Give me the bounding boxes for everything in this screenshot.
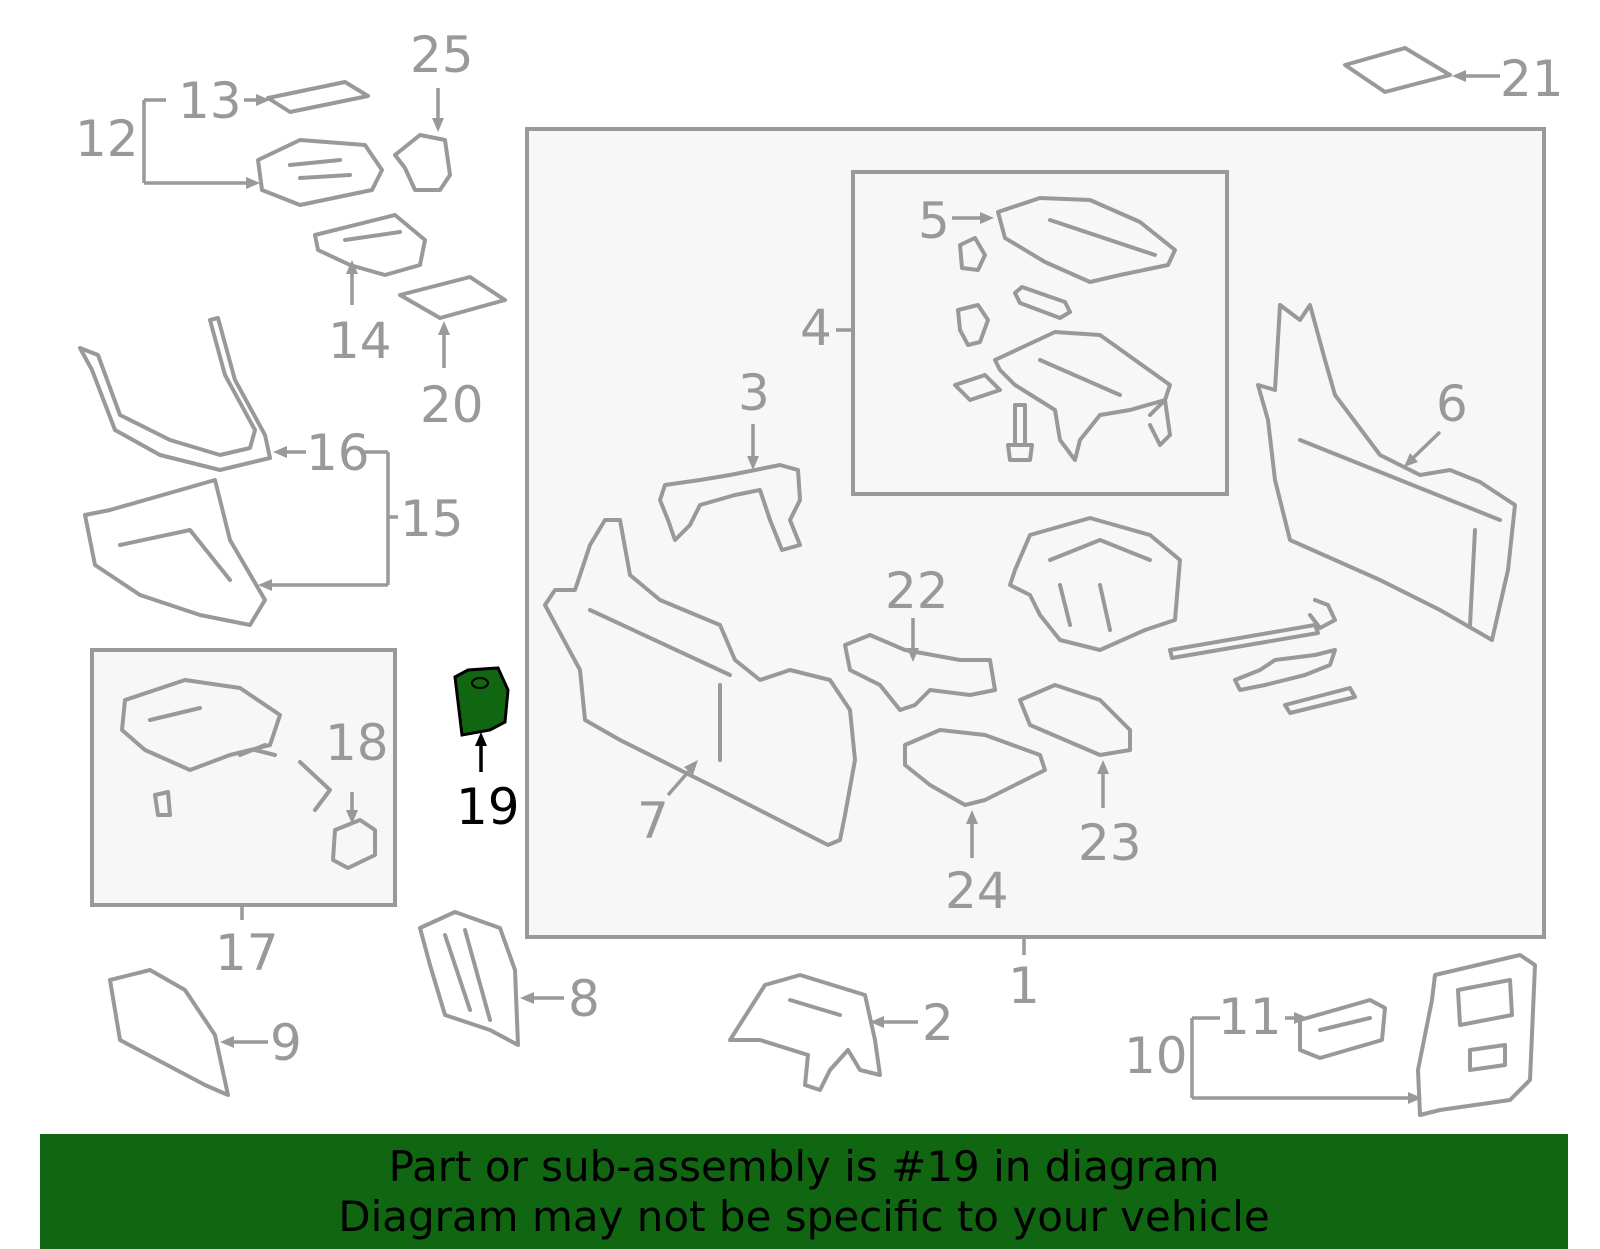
arrowhead-2	[870, 1016, 884, 1028]
part-14	[313, 213, 427, 277]
part-19-hole	[471, 677, 489, 689]
arrowhead-13	[256, 94, 270, 106]
arrowhead-6	[1404, 453, 1418, 467]
part-bracket-right	[1233, 648, 1337, 692]
callout-14: 14	[328, 312, 392, 370]
callout-1: 1	[1008, 957, 1040, 1015]
arrowhead-22	[907, 648, 919, 662]
info-banner: Part or sub-assembly is #19 in diagram D…	[40, 1134, 1568, 1249]
part-19	[453, 666, 510, 737]
callout-8: 8	[568, 970, 600, 1028]
arrowhead-14	[346, 260, 358, 274]
part-4-base	[993, 330, 1172, 462]
callout-24: 24	[945, 862, 1009, 920]
banner-line-2: Diagram may not be specific to your vehi…	[338, 1191, 1270, 1241]
part-4-pin	[1013, 285, 1072, 320]
part-17-clip	[253, 748, 332, 812]
arrowhead-9	[220, 1036, 234, 1048]
part-10	[1416, 953, 1537, 1117]
part-23	[1018, 683, 1132, 757]
callout-10: 10	[1124, 1027, 1188, 1085]
callout-2: 2	[922, 994, 954, 1052]
part-4-hinge	[1148, 398, 1172, 447]
arrowhead-7	[684, 760, 698, 775]
arrowhead-18	[346, 810, 358, 824]
callout-6: 6	[1436, 375, 1468, 433]
callout-19: 19	[456, 778, 520, 836]
callout-15: 15	[400, 490, 464, 548]
part-17-cupholder	[120, 678, 282, 772]
part-clip-right	[1308, 598, 1337, 630]
part-6	[1256, 303, 1517, 642]
part-strip-right	[1283, 686, 1357, 715]
part-20	[398, 275, 507, 320]
part-4-clip-c	[953, 373, 1002, 402]
callout-21: 21	[1500, 50, 1564, 108]
callout-23: 23	[1078, 814, 1142, 872]
part-4-clip-a	[958, 236, 987, 272]
callout-25: 25	[410, 26, 474, 84]
leader-7	[666, 768, 692, 797]
part-3	[658, 463, 802, 552]
arrowhead-12	[246, 177, 260, 189]
assembly-box-4	[851, 170, 1229, 496]
part-24	[903, 728, 1047, 807]
part-15	[83, 478, 267, 627]
callout-13: 13	[178, 72, 242, 130]
part-17-pin	[153, 790, 172, 817]
arrowhead-3	[747, 456, 759, 470]
part-12	[256, 138, 384, 207]
callout-7: 7	[637, 792, 669, 850]
callout-18: 18	[325, 714, 389, 772]
arrowhead-10	[1408, 1092, 1422, 1104]
part-rod	[1168, 623, 1320, 660]
arrowhead-24	[966, 810, 978, 824]
callout-4: 4	[800, 299, 832, 357]
callout-11: 11	[1218, 988, 1282, 1046]
banner-line-1: Part or sub-assembly is #19 in diagram	[388, 1141, 1220, 1191]
arrowhead-23	[1097, 760, 1109, 774]
arrowhead-5	[980, 212, 994, 224]
part-11	[1298, 998, 1387, 1060]
part-16	[78, 316, 272, 472]
arrowhead-15	[258, 579, 272, 591]
part-22	[843, 633, 997, 712]
part-25	[393, 133, 452, 192]
callout-22: 22	[885, 562, 949, 620]
part-2	[728, 973, 882, 1092]
arrowhead-8	[520, 992, 534, 1004]
arrowhead-25	[432, 118, 444, 132]
callout-3: 3	[738, 364, 770, 422]
part-21	[1343, 46, 1452, 94]
arrowhead-16	[273, 446, 287, 458]
part-18	[331, 818, 377, 870]
arrowhead-20	[438, 321, 450, 335]
part-8	[418, 910, 520, 1047]
callout-17: 17	[215, 924, 279, 982]
part-9	[108, 968, 230, 1097]
arrowhead-21	[1452, 70, 1466, 82]
callout-16: 16	[306, 424, 370, 482]
part-4-clip-b	[956, 303, 990, 347]
arrowhead-19	[475, 732, 487, 746]
part-5	[996, 196, 1177, 284]
callout-20: 20	[420, 376, 484, 434]
leader-6	[1411, 430, 1442, 460]
part-13	[266, 80, 370, 114]
arrowhead-11	[1294, 1012, 1308, 1024]
callout-9: 9	[270, 1014, 302, 1072]
part-shifter-housing	[1008, 516, 1182, 652]
callout-12: 12	[75, 110, 139, 168]
callout-5: 5	[918, 192, 950, 250]
part-4-bolt	[1006, 403, 1034, 462]
